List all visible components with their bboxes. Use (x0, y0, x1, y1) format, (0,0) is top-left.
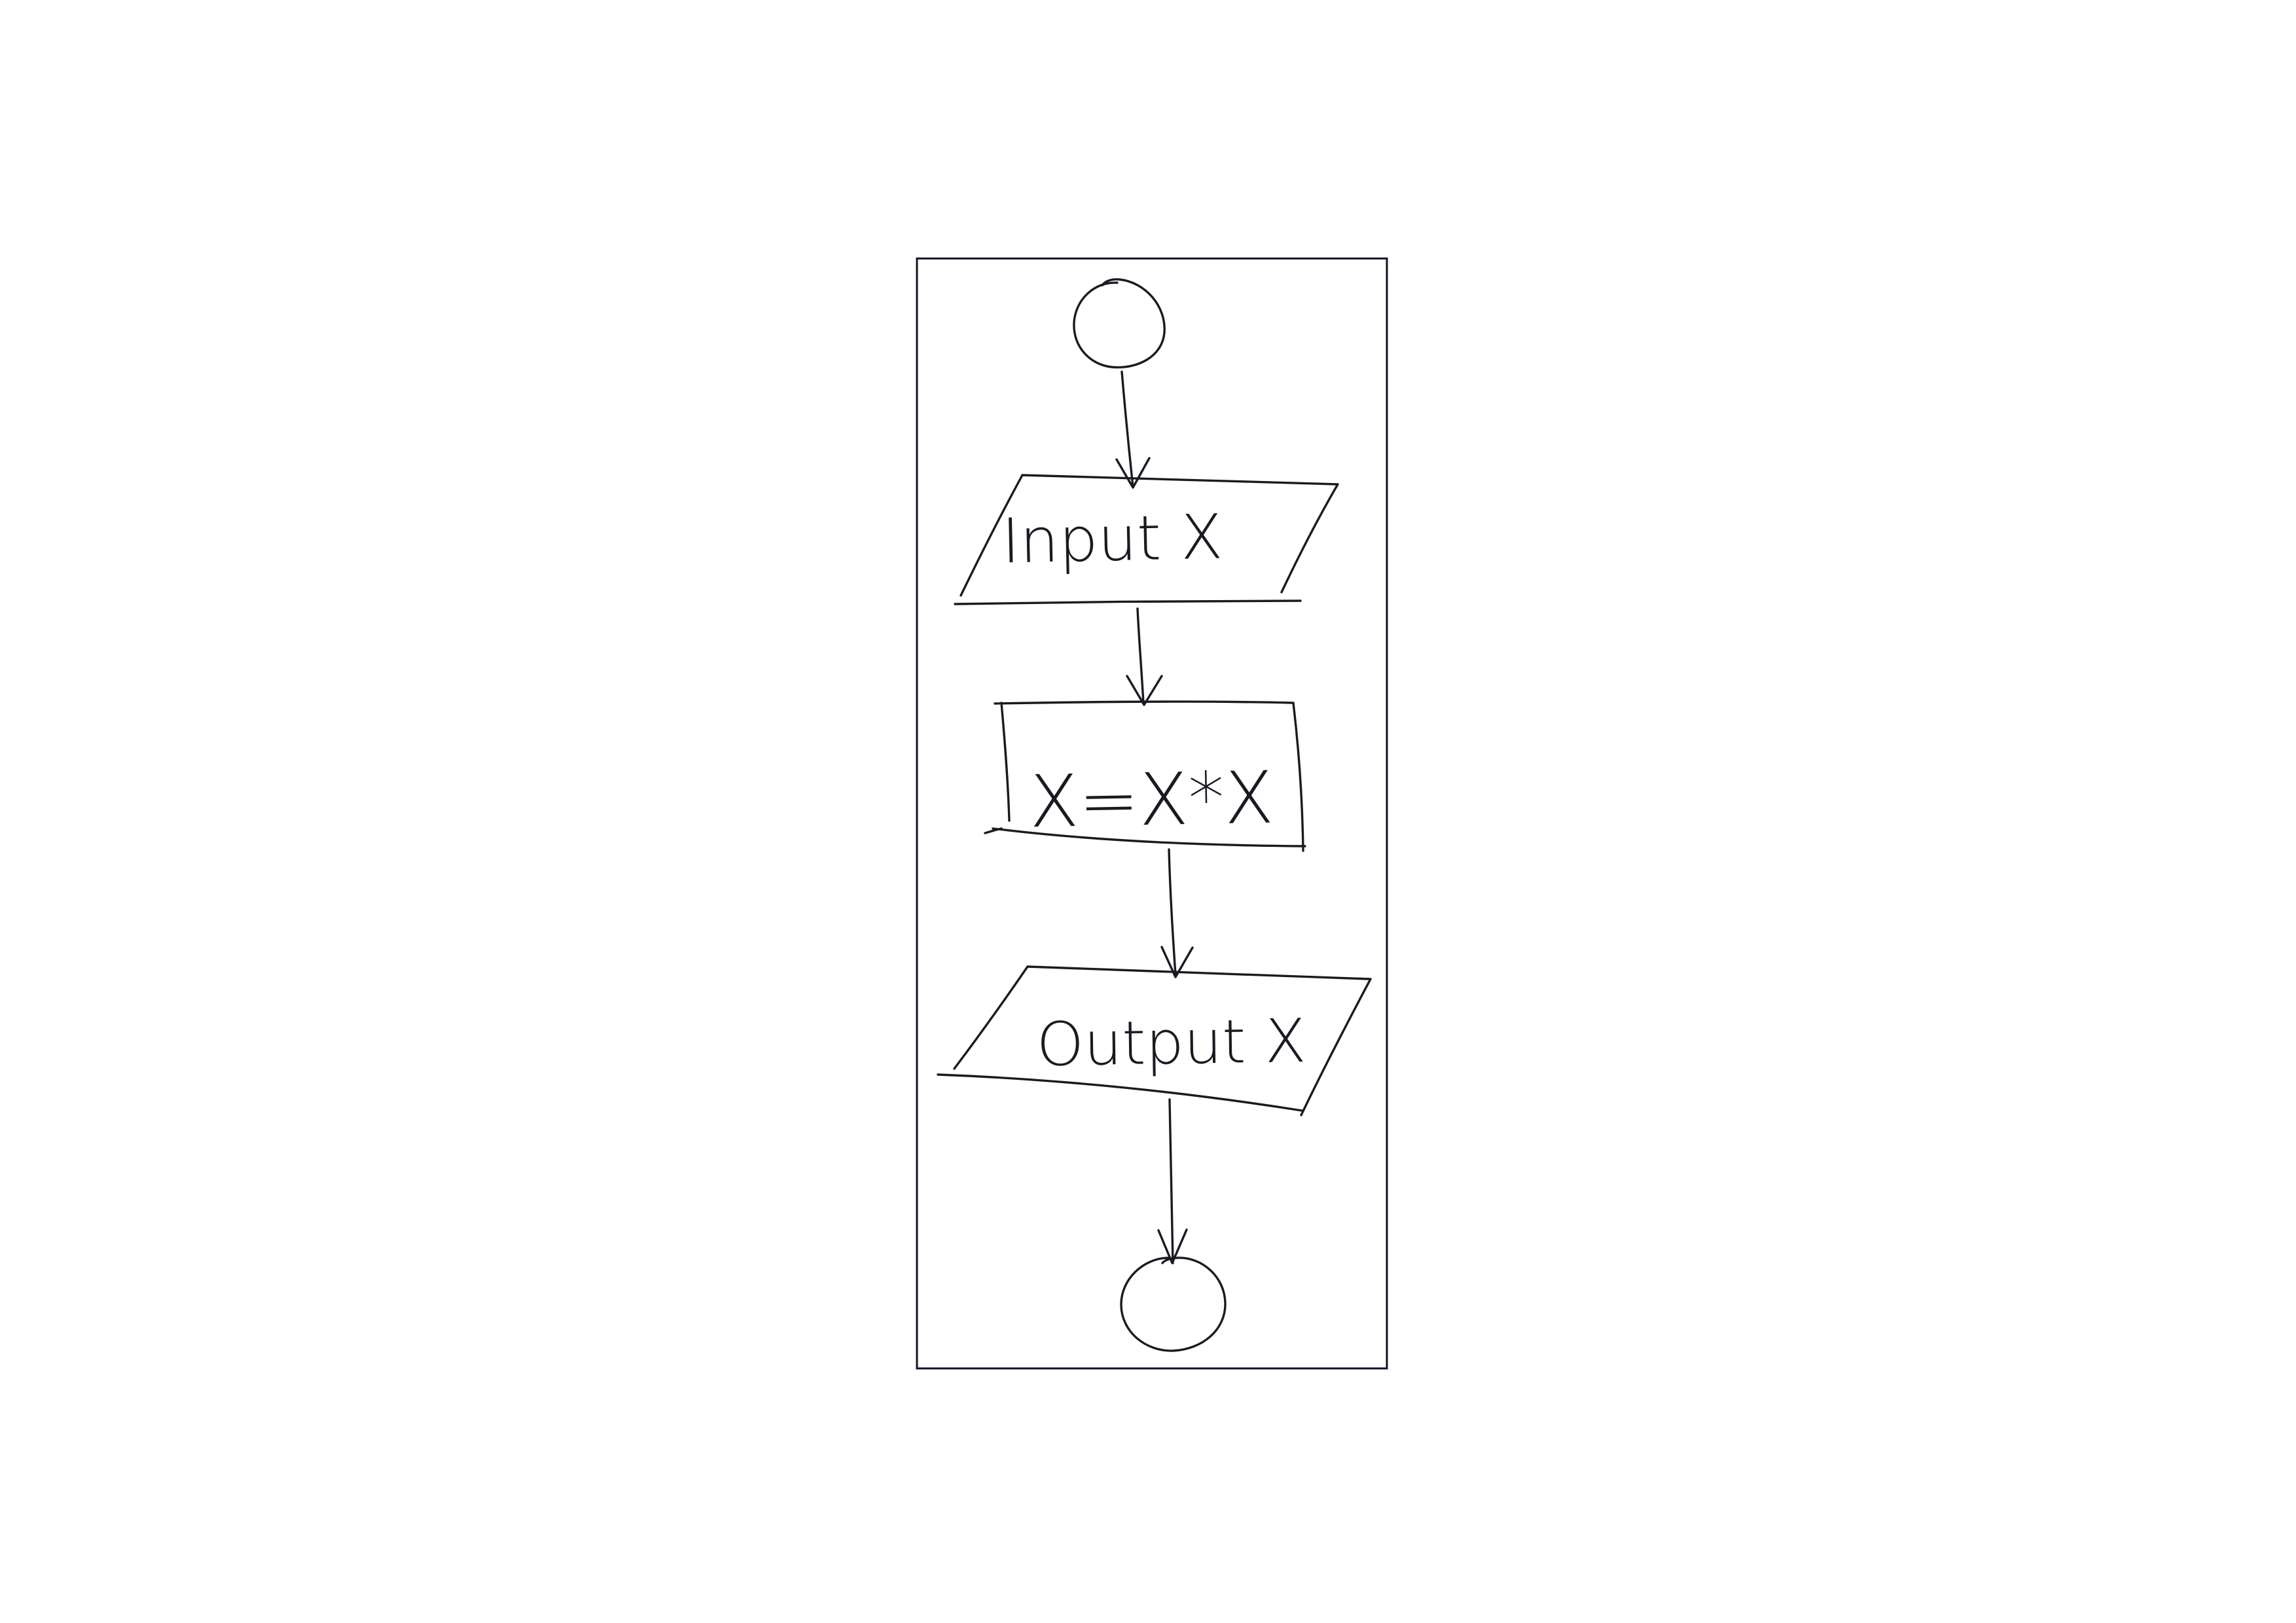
flow-node-input: Input X (954, 474, 1339, 605)
end-terminal-circle (1120, 1257, 1227, 1352)
output-parallelogram (937, 965, 1372, 1116)
connector-line (1121, 370, 1134, 488)
connector-line (1168, 848, 1177, 976)
flow-node-end (1120, 1257, 1227, 1352)
output-label: Output X (1036, 1006, 1306, 1080)
start-terminal-circle (1073, 278, 1166, 368)
process-label: X=X*X (1029, 756, 1274, 844)
input-label: Input X (1001, 501, 1223, 577)
flow-edge-start-input (1115, 370, 1151, 489)
flow-node-start (1073, 278, 1166, 368)
arrowhead (1160, 946, 1194, 978)
flow-node-output: Output X (937, 965, 1372, 1116)
process-rectangle (984, 700, 1306, 852)
arrowhead (1126, 675, 1163, 706)
connector-line (1136, 607, 1145, 705)
connector-line (1168, 1098, 1174, 1264)
arrowhead (1115, 457, 1151, 489)
flow-edge-output-end (1157, 1098, 1188, 1264)
flow-node-process: X=X*X (984, 700, 1306, 852)
flow-edge-process-output (1160, 848, 1194, 978)
flow-edge-input-process (1126, 607, 1163, 706)
input-parallelogram (954, 474, 1339, 605)
arrowhead (1157, 1228, 1188, 1264)
diagram-frame (916, 257, 1388, 1370)
